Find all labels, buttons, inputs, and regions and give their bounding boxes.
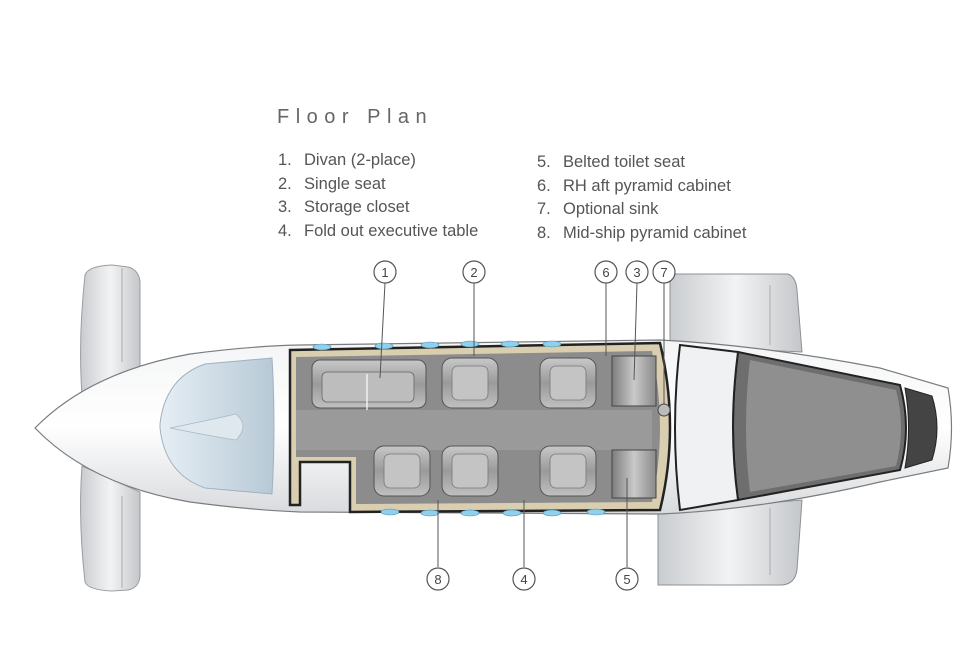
legend-item: 4. Fold out executive table [278,220,478,244]
seat [441,357,499,409]
legend-number: 3. [278,198,292,216]
legend-right: 5. Belted toilet seat 6. RH aft pyramid ca… [537,151,746,245]
callout: 4 [512,567,536,591]
legend-item: 8. Mid-ship pyramid cabinet [537,222,746,246]
svg-text:3: 3 [633,265,640,280]
page-title: Floor Plan [277,106,434,128]
svg-text:7: 7 [660,265,667,280]
legend-label: Single seat [304,174,386,193]
callout: 2 [462,260,486,284]
svg-text:6: 6 [602,265,609,280]
legend-item: 6. RH aft pyramid cabinet [537,175,746,199]
legend-item: 2. Single seat [278,173,478,197]
storage-closet [611,355,657,407]
svg-text:4: 4 [520,572,527,587]
wing-bottom [657,499,803,586]
cabin-windows [312,340,606,517]
legend-label: Divan (2-place) [304,151,416,169]
legend-label: Optional sink [563,200,659,218]
wing-top [669,273,803,353]
callout: 6 [594,260,618,284]
callout: 5 [615,567,639,591]
svg-text:1: 1 [381,265,388,280]
legend-item: 1. Divan (2-place) [278,149,478,173]
callout: 8 [426,567,450,591]
legend-number: 8. [537,223,551,242]
legend-number: 1. [278,151,292,169]
callout: 1 [373,260,397,284]
svg-text:2: 2 [470,265,477,280]
legend-label: Storage closet [304,198,410,216]
seat [441,445,499,497]
legend-left: 1. Divan (2-place) 2. Single seat 3. Storag… [278,149,478,243]
callout: 3 [625,260,649,284]
seat [539,445,597,497]
seat [373,445,431,497]
toilet-seat-cabinet [611,449,657,499]
legend-number: 7. [537,200,551,218]
svg-text:5: 5 [623,572,630,587]
divan [311,359,427,410]
legend-number: 5. [537,153,551,171]
canard-top [80,264,141,396]
legend-label: Mid-ship pyramid cabinet [563,223,747,242]
svg-text:8: 8 [434,572,441,587]
legend-number: 2. [278,174,292,193]
legend-label: Belted toilet seat [563,153,685,171]
canard-bottom [80,465,141,592]
legend-label: RH aft pyramid cabinet [563,176,731,195]
callout: 7 [652,260,676,284]
sink [657,403,671,417]
legend-item: 7. Optional sink [537,198,746,222]
seat [539,357,597,409]
legend-item: 5. Belted toilet seat [537,151,746,175]
legend-item: 3. Storage closet [278,196,478,220]
legend-number: 4. [278,221,292,240]
legend-number: 6. [537,176,551,195]
legend-label: Fold out executive table [304,221,479,240]
